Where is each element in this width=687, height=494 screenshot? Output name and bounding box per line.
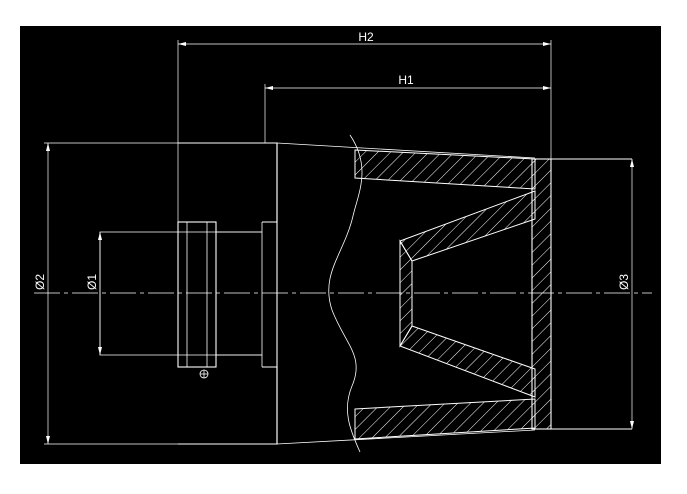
dimension-d3-label: Ø3 xyxy=(617,274,631,290)
dimension-d3: Ø3 xyxy=(617,159,634,429)
inner-cone-bottom-hatched xyxy=(399,325,536,398)
dimension-h1-label: H1 xyxy=(398,73,414,87)
dimension-d1: Ø1 xyxy=(85,232,102,355)
dimension-d1-label: Ø1 xyxy=(85,274,99,290)
filter-cone-outline xyxy=(276,134,536,453)
clamp-screw-icon xyxy=(199,369,209,379)
dimension-d2-label: Ø2 xyxy=(33,274,47,290)
technical-drawing: H2 H1 Ø2 Ø1 Ø3 xyxy=(33,30,652,453)
inner-cone-top-hatched xyxy=(399,190,536,262)
dimension-h1: H1 xyxy=(264,73,551,143)
dimension-d2: Ø2 xyxy=(33,142,178,445)
end-plate xyxy=(531,158,632,430)
flange-body xyxy=(178,142,278,445)
drawing-frame: H2 H1 Ø2 Ø1 Ø3 xyxy=(20,26,661,464)
dimension-h2: H2 xyxy=(177,30,552,222)
clamp-band xyxy=(177,221,262,368)
inner-bore xyxy=(99,231,262,356)
outer-wall-top-hatched xyxy=(354,149,536,190)
dimension-h2-label: H2 xyxy=(358,30,374,44)
outer-wall-bottom-hatched xyxy=(354,398,536,440)
